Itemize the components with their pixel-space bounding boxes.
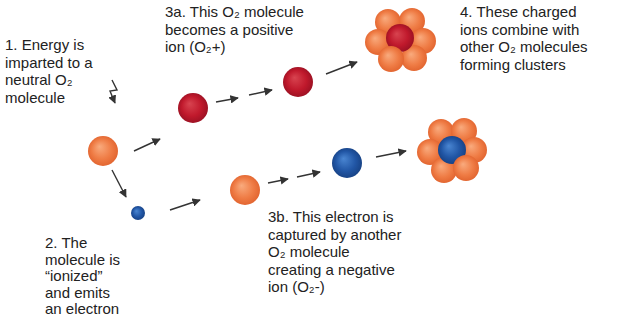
negative-cluster — [417, 118, 487, 183]
flow-arrow — [134, 139, 160, 151]
step-note: 2. The molecule is “ionized” and emits a… — [45, 235, 125, 318]
step-note: 1. Energy is imparted to a neutral O₂ mo… — [5, 36, 105, 106]
flow-arrow — [297, 172, 320, 177]
positive-cluster — [365, 8, 436, 72]
flow-arrow — [326, 62, 357, 74]
flow-arrows — [112, 62, 406, 210]
cluster-molecule — [378, 46, 404, 72]
electron — [131, 206, 145, 220]
step-note: 4. These charged ions combine with other… — [460, 3, 598, 73]
flow-arrow — [216, 98, 238, 102]
energy-bolt — [110, 80, 117, 103]
flow-arrow — [268, 179, 288, 183]
negative-ion — [332, 148, 362, 178]
flow-arrow — [249, 90, 272, 95]
neutral-molecule — [88, 136, 118, 166]
flow-arrow — [112, 170, 126, 197]
flow-arrow — [170, 200, 200, 210]
flow-arrow — [376, 151, 406, 157]
positive-ion — [283, 67, 313, 97]
cluster-molecule — [453, 155, 479, 181]
neutral-molecule — [230, 175, 260, 205]
step-note: 3a. This O₂ molecule becomes a positive … — [165, 3, 311, 56]
step-note: 3b. This electron is captured by another… — [268, 208, 405, 296]
positive-ion — [178, 93, 208, 123]
